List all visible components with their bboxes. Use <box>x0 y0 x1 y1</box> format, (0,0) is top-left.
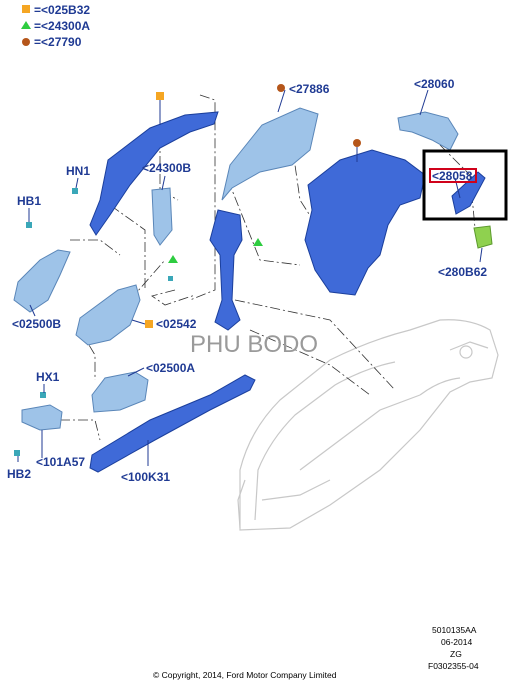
legend-item-27790: =<27790 <box>34 35 82 49</box>
part-280B62 <box>473 225 493 249</box>
bolt-icon <box>168 276 173 281</box>
bolt-icon <box>72 188 78 194</box>
callout-28060[interactable]: <28060 <box>414 77 455 91</box>
callout-02500A[interactable]: <02500A <box>146 361 195 375</box>
legend-circle-icon <box>22 38 30 46</box>
footer-code1: 5010135AA <box>432 625 477 635</box>
footer: 5010135AA 06-2014 ZG F0302355-04 © Copyr… <box>153 625 479 680</box>
callout-100K31[interactable]: <100K31 <box>121 470 170 484</box>
part-02542 <box>75 284 141 346</box>
part-b-pillar <box>209 209 243 331</box>
legend-triangle-icon <box>21 21 31 29</box>
square-marker-icon <box>156 92 164 100</box>
part-27886 <box>221 107 319 201</box>
callout-02500B[interactable]: <02500B <box>12 317 61 331</box>
callout-hb1[interactable]: HB1 <box>17 194 41 208</box>
circle-marker-icon <box>353 139 361 147</box>
footer-copyright: © Copyright, 2014, Ford Motor Company Li… <box>153 670 337 680</box>
footer-code3: F0302355-04 <box>428 661 479 671</box>
part-quarter-inner <box>304 149 426 296</box>
leader-lines <box>17 89 483 466</box>
callout-hx1[interactable]: HX1 <box>36 370 60 384</box>
part-101A57 <box>21 404 63 431</box>
part-02500B <box>13 249 71 313</box>
legend: =<025B32 =<24300A =<27790 <box>21 3 90 49</box>
triangle-marker-icon <box>253 238 263 246</box>
part-100K31 <box>89 374 256 473</box>
footer-code2: ZG <box>450 649 462 659</box>
bolt-icon <box>26 222 32 228</box>
part-28060 <box>397 111 459 151</box>
highlight-frame <box>422 149 508 221</box>
callout-02542[interactable]: <02542 <box>156 317 197 331</box>
callout-280B62[interactable]: <280B62 <box>438 265 487 279</box>
legend-item-24300A: =<24300A <box>34 19 90 33</box>
markers <box>14 84 361 456</box>
callout-101A57[interactable]: <101A57 <box>36 455 85 469</box>
part-a-pillar-upper <box>89 111 219 236</box>
callout-highlight-box <box>429 168 477 183</box>
bolt-icon <box>40 392 46 398</box>
legend-square-icon <box>22 5 30 13</box>
callout-24300B[interactable]: <24300B <box>142 161 191 175</box>
callout-27886[interactable]: <27886 <box>289 82 330 96</box>
footer-date: 06-2014 <box>441 637 472 647</box>
legend-item-025B32: =<025B32 <box>34 3 90 17</box>
part-24300B <box>151 187 173 246</box>
watermark: PHU BODO <box>190 331 318 358</box>
callout-28058[interactable]: <28058 <box>432 169 473 183</box>
parts <box>13 107 493 473</box>
square-marker-icon <box>145 320 153 328</box>
callouts: <27886 <28060 <28058 <280B62 HN1 <24300B… <box>7 77 487 484</box>
part-02500A <box>91 371 149 413</box>
circle-marker-icon <box>277 84 285 92</box>
callout-hb2[interactable]: HB2 <box>7 467 31 481</box>
bolt-icon <box>14 450 20 456</box>
body-outline <box>237 319 499 531</box>
callout-hn1[interactable]: HN1 <box>66 164 90 178</box>
triangle-marker-icon <box>168 255 178 263</box>
